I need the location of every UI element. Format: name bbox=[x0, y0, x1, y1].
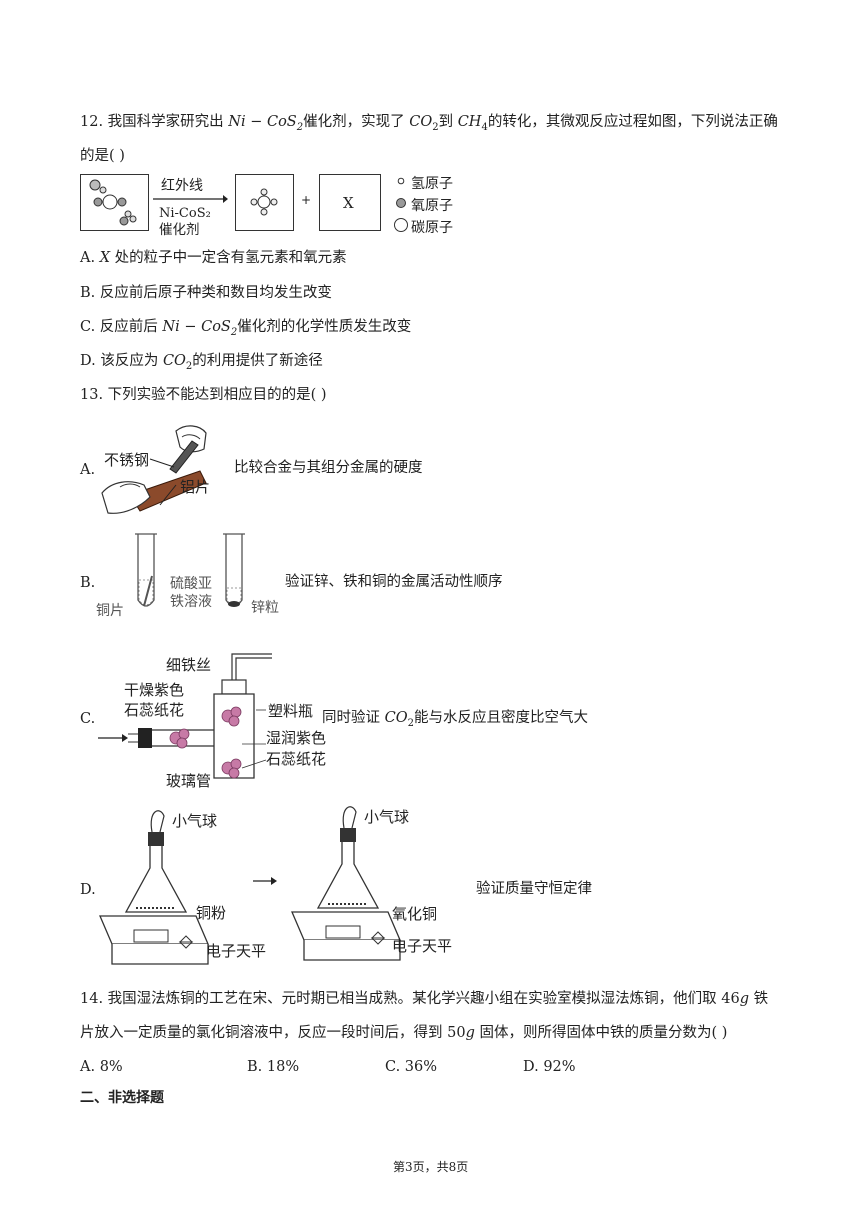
reactant-molecules-icon bbox=[89, 179, 137, 226]
label-plastic-bottle: 塑料瓶 bbox=[268, 702, 314, 720]
reactant-box bbox=[80, 174, 149, 231]
q12-option-a: A. X 处的粒子中一定含有氢元素和氧元素 bbox=[80, 250, 347, 266]
label-ferrous-sulfate: 硫酸亚 铁溶液 bbox=[170, 576, 212, 610]
legend-carbon: 碳原子 bbox=[411, 220, 453, 236]
legend-hydrogen: 氢原子 bbox=[411, 176, 453, 192]
label-balloon-2: 小气球 bbox=[364, 808, 410, 826]
section-heading: 二、非选择题 bbox=[80, 1090, 164, 1106]
label-copper-oxide: 氧化铜 bbox=[392, 905, 438, 923]
q12-option-b: B. 反应前后原子种类和数目均发生改变 bbox=[80, 285, 332, 301]
label-balloon-1: 小气球 bbox=[172, 812, 218, 830]
reaction-arrow-icon bbox=[153, 195, 228, 203]
co2-apparatus-illustration bbox=[98, 653, 272, 779]
q13-option-d-desc: 验证质量守恒定律 bbox=[476, 881, 592, 897]
q14-option-b: B. 18% bbox=[247, 1059, 300, 1075]
q13-option-a-letter: A. bbox=[80, 462, 96, 478]
label-zinc-granules: 锌粒 bbox=[251, 600, 279, 616]
balance-after-illustration bbox=[291, 806, 401, 961]
product-ch4-box bbox=[235, 174, 294, 231]
oxygen-atom-icon bbox=[396, 198, 406, 208]
q13-option-a-desc: 比较合金与其组分金属的硬度 bbox=[234, 460, 423, 476]
scratch-test-illustration bbox=[101, 425, 207, 514]
hydrogen-atom-icon bbox=[397, 177, 405, 185]
label-aluminum-sheet: 铝片 bbox=[180, 478, 211, 496]
q13-option-c-letter: C. bbox=[80, 711, 96, 727]
q13-option-b-desc: 验证锌、铁和铜的金属活动性顺序 bbox=[285, 574, 503, 590]
arrow-label-bottom: Ni-CoS₂ 催化剂 bbox=[159, 206, 211, 238]
q14-option-c: C. 36% bbox=[385, 1059, 438, 1075]
label-copper-sheet: 铜片 bbox=[96, 603, 124, 619]
q13-option-c-desc: 同时验证 CO2能与水反应且密度比空气大 bbox=[322, 710, 588, 729]
label-balance-1: 电子天平 bbox=[206, 942, 267, 960]
label-iron-wire: 细铁丝 bbox=[166, 656, 212, 674]
label-stainless-steel: 不锈钢 bbox=[104, 451, 150, 469]
q13-option-b-letter: B. bbox=[80, 575, 96, 591]
page-footer: 第3页，共8页 bbox=[393, 1160, 469, 1174]
q12-stem-line2: 的是( ) bbox=[80, 148, 125, 164]
q13-option-d-letter: D. bbox=[80, 882, 96, 898]
label-glass-tube: 玻璃管 bbox=[166, 772, 212, 790]
label-dry-litmus-flower: 干燥紫色 石蕊纸花 bbox=[124, 681, 185, 719]
label-wet-litmus-flower: 湿润紫色 石蕊纸花 bbox=[266, 729, 327, 768]
q13-stem: 13. 下列实验不能达到相应目的的是( ) bbox=[80, 387, 327, 403]
plus-sign: + bbox=[301, 193, 312, 207]
process-arrow-icon bbox=[253, 877, 277, 885]
q14-stem-line2: 片放入一定质量的氯化铜溶液中，反应一段时间后，得到 50g 固体，则所得固体中铁… bbox=[80, 1025, 728, 1041]
q12-stem: 12. 我国科学家研究出 Ni − CoS2催化剂，实现了 CO2到 CH4的转… bbox=[80, 114, 778, 133]
product-x-box: X bbox=[319, 174, 381, 231]
label-copper-powder: 铜粉 bbox=[196, 904, 227, 922]
balance-before-illustration bbox=[99, 810, 209, 965]
carbon-atom-icon bbox=[394, 218, 408, 232]
methane-molecule-icon bbox=[250, 188, 278, 216]
label-balance-2: 电子天平 bbox=[392, 937, 453, 955]
q12-option-c: C. 反应前后 Ni − CoS2催化剂的化学性质发生改变 bbox=[80, 319, 412, 338]
test-tubes-illustration bbox=[135, 533, 245, 607]
arrow-label-top: 红外线 bbox=[161, 178, 203, 194]
q14-option-a: A. 8% bbox=[80, 1059, 123, 1075]
q12-option-d: D. 该反应为 CO2的利用提供了新途径 bbox=[80, 353, 323, 372]
q14-stem-line1: 14. 我国湿法炼铜的工艺在宋、元时期已相当成熟。某化学兴趣小组在实验室模拟湿法… bbox=[80, 991, 769, 1007]
legend-oxygen: 氧原子 bbox=[411, 198, 453, 214]
x-label: X bbox=[343, 194, 354, 212]
q14-option-d: D. 92% bbox=[523, 1059, 576, 1075]
